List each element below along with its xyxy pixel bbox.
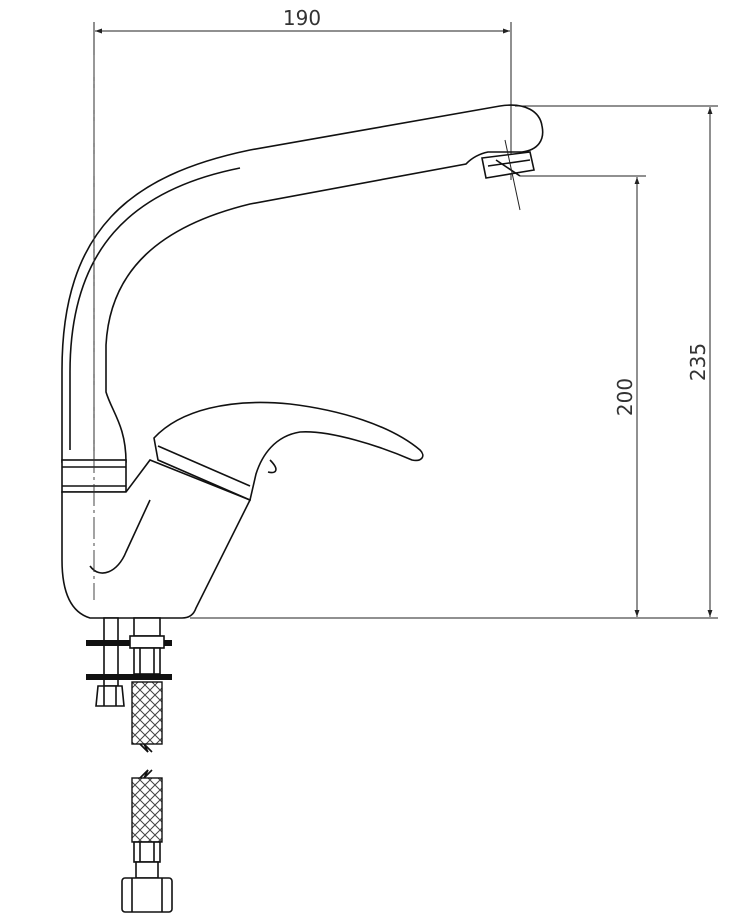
faucet-body-outline — [61, 459, 252, 619]
outlet-axis-line — [504, 139, 521, 211]
hose-ferrule-bottom — [133, 841, 161, 863]
mounting-hardware — [86, 617, 172, 707]
aerator-body — [481, 151, 535, 179]
dimension-label-235: 235 — [686, 343, 710, 381]
hose-nut-top — [129, 635, 165, 649]
lever-pin — [267, 459, 277, 474]
spout — [61, 104, 544, 463]
mounting-nut — [95, 685, 125, 707]
hose-ferrule-top — [133, 647, 161, 675]
hose-connector-top — [133, 617, 161, 637]
dimension-label-190: 190 — [283, 6, 321, 30]
washer-bottom — [86, 674, 172, 680]
body-contour-curve — [89, 499, 151, 574]
lever-base-line — [157, 445, 251, 487]
aerator-slot — [495, 159, 521, 177]
supply-hose — [121, 617, 173, 913]
break-mark-upper — [139, 743, 153, 753]
washer-top — [86, 640, 172, 646]
braided-hose-upper — [131, 681, 163, 745]
lever-handle — [153, 401, 424, 502]
lever-handle-outline — [153, 401, 424, 502]
spout-outer-highlight — [69, 167, 241, 450]
faucet-body — [61, 459, 252, 619]
break-mark-lower — [139, 769, 153, 779]
aerator-line — [487, 159, 531, 167]
dimension-height-235: 235 — [190, 105, 718, 619]
braided-hose-lower — [131, 777, 163, 843]
hose-neck-bottom — [135, 861, 159, 879]
dimension-label-200: 200 — [613, 378, 637, 416]
aerator — [481, 139, 535, 211]
spout-outline — [61, 104, 544, 463]
dimension-height-200: 200 — [520, 175, 646, 617]
hose-nut-bottom — [121, 877, 173, 913]
